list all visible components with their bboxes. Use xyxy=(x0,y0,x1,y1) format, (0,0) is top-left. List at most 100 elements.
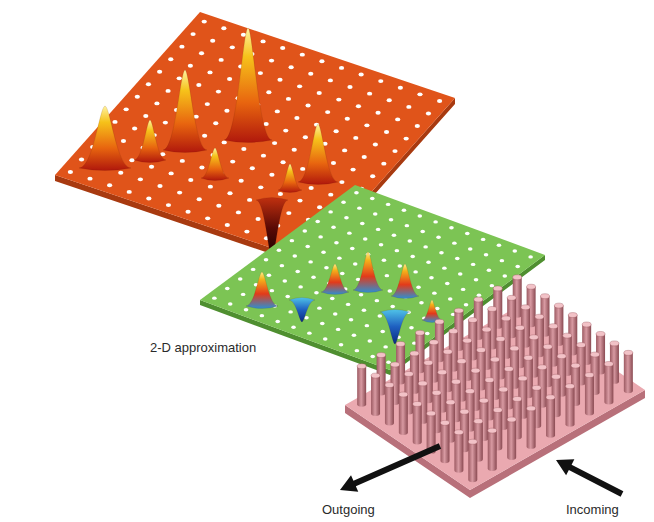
pillar-body xyxy=(371,376,380,416)
air-hole xyxy=(448,297,453,300)
air-hole xyxy=(202,134,207,138)
air-hole xyxy=(244,230,249,234)
air-hole xyxy=(165,89,170,93)
pillar-top xyxy=(441,420,450,425)
air-hole xyxy=(149,165,154,169)
pillar-top xyxy=(557,354,566,359)
air-hole xyxy=(157,184,162,188)
air-hole xyxy=(395,117,400,121)
air-hole xyxy=(227,77,232,81)
air-hole xyxy=(283,129,288,133)
air-hole xyxy=(280,264,285,267)
air-hole xyxy=(331,226,336,229)
air-hole xyxy=(305,104,310,108)
air-hole xyxy=(352,333,357,336)
air-hole xyxy=(336,328,341,331)
air-hole xyxy=(420,230,425,233)
pillar-top xyxy=(477,348,486,353)
pillar-body xyxy=(399,395,408,435)
air-hole xyxy=(398,86,403,90)
air-hole xyxy=(515,265,520,268)
pillar-top xyxy=(521,305,530,310)
figure-label: Incoming xyxy=(566,502,619,518)
air-hole xyxy=(449,226,454,229)
air-hole xyxy=(340,272,345,275)
air-hole xyxy=(315,220,320,223)
pillar xyxy=(371,373,380,416)
pillar xyxy=(507,417,516,460)
air-hole xyxy=(282,279,287,282)
air-hole xyxy=(250,166,255,170)
air-hole xyxy=(373,143,378,147)
air-hole xyxy=(132,127,137,131)
pillar-top xyxy=(474,297,483,302)
air-hole xyxy=(363,237,368,240)
pillar-top xyxy=(429,340,438,345)
pillar-top xyxy=(552,374,561,379)
air-hole xyxy=(373,212,378,215)
air-hole xyxy=(314,291,319,294)
air-hole xyxy=(244,308,249,311)
air-hole xyxy=(199,51,204,55)
air-hole xyxy=(294,116,299,120)
air-hole xyxy=(221,26,226,30)
air-hole xyxy=(377,314,382,317)
air-hole xyxy=(260,314,265,317)
air-hole xyxy=(429,276,434,279)
air-hole xyxy=(241,293,246,296)
air-hole xyxy=(436,236,441,239)
air-hole xyxy=(378,79,383,83)
air-hole xyxy=(416,286,421,289)
pillar-body xyxy=(546,397,555,437)
pillar-top xyxy=(493,286,502,291)
pillar-top xyxy=(482,327,491,332)
pillar-top xyxy=(527,406,536,411)
field-peak xyxy=(321,264,349,295)
air-hole xyxy=(334,129,339,133)
air-hole xyxy=(325,110,330,114)
air-hole xyxy=(308,260,313,263)
pillar xyxy=(585,373,594,416)
air-hole xyxy=(190,32,195,36)
air-hole xyxy=(353,136,358,140)
air-hole xyxy=(118,171,123,175)
air-hole xyxy=(426,112,431,116)
pillar xyxy=(454,430,463,473)
air-hole xyxy=(356,104,361,108)
air-hole xyxy=(317,91,322,95)
pillar-top xyxy=(610,341,619,346)
pillar-top xyxy=(413,401,422,406)
substrate xyxy=(345,305,645,490)
air-hole xyxy=(286,97,291,101)
air-hole xyxy=(484,253,489,256)
air-hole xyxy=(512,249,517,252)
air-hole xyxy=(270,289,275,292)
pillar-top xyxy=(510,346,519,351)
air-hole xyxy=(251,268,256,271)
air-hole xyxy=(319,59,324,63)
air-hole xyxy=(336,98,341,102)
pillar-top xyxy=(432,390,441,395)
air-hole xyxy=(339,343,344,346)
pillar-body xyxy=(441,423,450,463)
pillar-top xyxy=(624,350,633,355)
air-hole xyxy=(292,254,297,257)
air-hole xyxy=(468,247,473,250)
pillar-top xyxy=(585,373,594,378)
pillar-top xyxy=(513,275,522,280)
air-hole xyxy=(197,197,202,201)
air-hole xyxy=(277,78,282,82)
pillar-top xyxy=(543,344,552,349)
air-hole xyxy=(261,154,266,158)
air-hole xyxy=(365,324,370,327)
air-hole xyxy=(384,130,389,134)
field-peak xyxy=(278,164,302,193)
pillar-body xyxy=(624,353,633,393)
pillar-top xyxy=(488,306,497,311)
air-hole xyxy=(298,285,303,288)
pillar-top xyxy=(549,324,558,329)
pillar-top xyxy=(527,284,536,289)
pillar-top xyxy=(488,428,497,433)
air-hole xyxy=(239,179,244,183)
pillar-top xyxy=(471,368,480,373)
